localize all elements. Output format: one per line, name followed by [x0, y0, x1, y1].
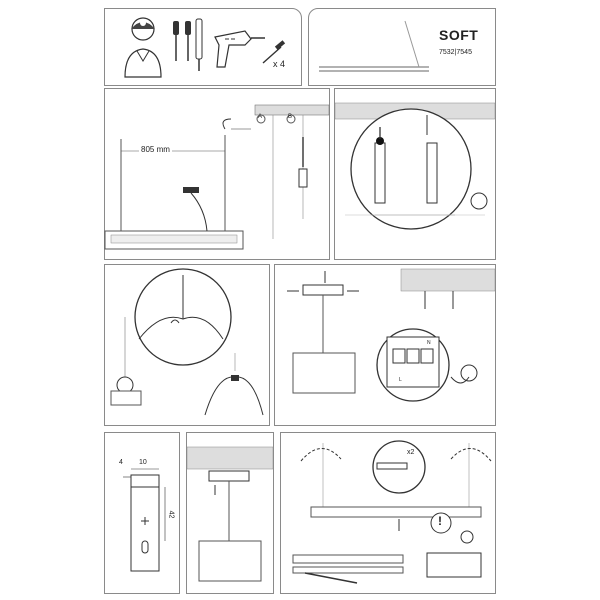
product-codes: 7532|7545	[439, 49, 472, 56]
mark-b: B	[288, 114, 293, 120]
step-7-illustration	[292, 440, 492, 584]
step-2-illustration	[334, 102, 496, 230]
dim-42: 42	[167, 510, 175, 519]
tools-illustration	[124, 17, 286, 78]
terminal-l: L	[399, 377, 402, 383]
tools-panel: x 4	[104, 8, 302, 86]
ceiling-preview	[319, 20, 429, 72]
screwdriver-icon	[173, 18, 203, 71]
step-1-panel: 805 mm A B	[104, 88, 330, 260]
step-1-illustration	[104, 104, 330, 250]
step-2-panel	[334, 88, 496, 260]
warning-mark: !	[438, 514, 442, 528]
dim-10: 10	[139, 459, 147, 466]
step-5-panel: 4 10 42	[104, 432, 180, 594]
step-3-panel	[104, 264, 270, 426]
step-6-panel	[186, 432, 274, 594]
step-5-illustration	[123, 468, 166, 572]
step-6-illustration	[186, 446, 274, 582]
screw-anchor-icon	[262, 40, 286, 64]
rotate-times: x2	[407, 449, 415, 456]
screw-count: x 4	[273, 59, 286, 69]
step-7-panel: x2 !	[280, 432, 496, 594]
terminal-n: N	[427, 340, 431, 346]
dimension-805: 805 mm	[139, 145, 172, 154]
dim-4: 4	[119, 459, 123, 466]
title-panel: SOFT 7532|7545	[308, 8, 496, 86]
step-4-illustration	[287, 268, 496, 402]
drill-icon	[214, 30, 265, 68]
worker-icon	[124, 17, 162, 78]
mark-a: A	[258, 114, 263, 120]
step-3-illustration	[110, 268, 264, 416]
step-4-panel: N L	[274, 264, 496, 426]
product-title: SOFT	[439, 27, 479, 43]
